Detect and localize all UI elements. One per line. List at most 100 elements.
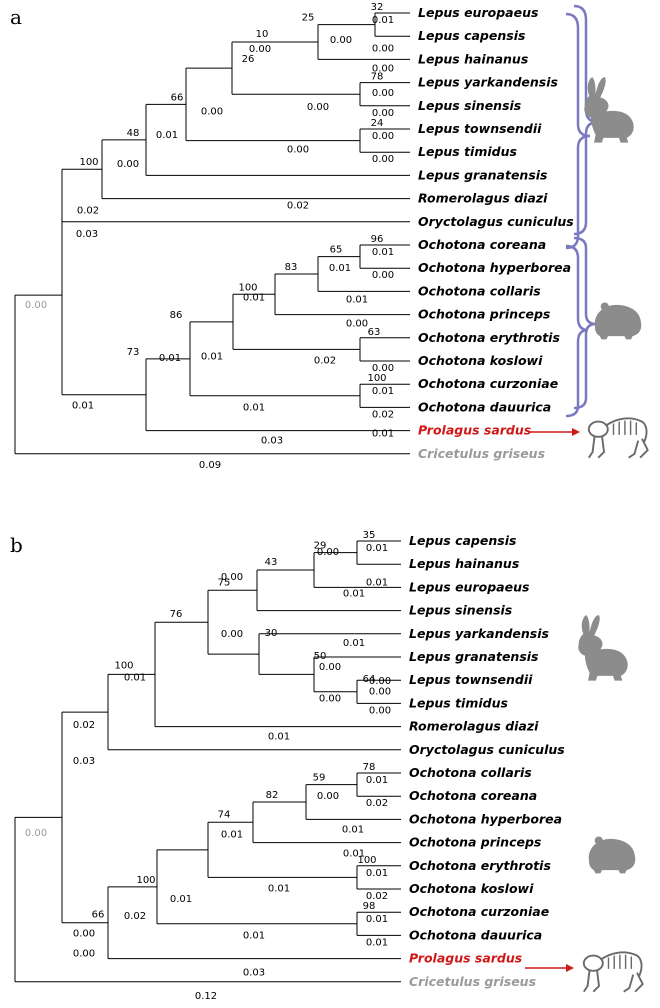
- taxon-label: Ochotona collaris: [418, 283, 541, 298]
- bootstrap-label: 48: [127, 128, 140, 139]
- bootstrap-label: 66: [92, 910, 105, 921]
- taxon-label: Ochotona dauurica: [409, 927, 542, 942]
- branch-length-label: 0.01: [343, 849, 365, 860]
- branch-length-label: 0.01: [329, 263, 351, 274]
- panel-letter: a: [10, 5, 22, 29]
- prolagus-skeleton-icon: [582, 951, 644, 993]
- bootstrap-label: 78: [371, 72, 384, 83]
- bootstrap-label: 75: [218, 577, 231, 588]
- bootstrap-label: 100: [238, 282, 257, 293]
- hare-silhouette-icon: [578, 615, 628, 681]
- taxon-label: Cricetulus griseus: [409, 974, 536, 989]
- branch-length-label: 0.00: [369, 705, 391, 716]
- taxon-label: Cricetulus griseus: [418, 446, 545, 461]
- taxon-label: Lepus townsendii: [418, 121, 542, 136]
- taxon-label: Lepus granatensis: [409, 649, 538, 664]
- branch-length-label: 0.01: [372, 429, 394, 440]
- branch-length-label: 0.00: [372, 88, 394, 99]
- branch-length-label: 0.02: [366, 798, 388, 809]
- bootstrap-label: 24: [371, 118, 384, 129]
- branch-length-label: 0.00: [330, 35, 352, 46]
- taxon-label: Lepus sinensis: [418, 98, 521, 113]
- bootstrap-label: 32: [371, 2, 384, 13]
- taxon-label: Lepus capensis: [418, 28, 525, 43]
- branch-length-label: 0.00: [369, 676, 391, 687]
- taxon-label: Ochotona erythrotis: [409, 858, 551, 873]
- taxon-label: Romerolagus diazi: [418, 191, 548, 206]
- taxon-label: Prolagus sardus: [409, 951, 522, 966]
- arrow-head: [566, 964, 574, 972]
- branch-length-label: 0.00: [372, 63, 394, 74]
- branch-length-label: 0.01: [243, 930, 265, 941]
- bootstrap-label: 100: [114, 660, 133, 671]
- branch-length-label: 0.01: [201, 351, 223, 362]
- bootstrap-label: 30: [265, 628, 278, 639]
- branch-length-label: 0.01: [372, 247, 394, 258]
- branch-length-label: 0.00: [372, 270, 394, 281]
- taxon-label: Ochotona curzoniae: [409, 904, 549, 919]
- taxon-label: Ochotona curzoniae: [418, 376, 558, 391]
- branch-length-label: 0.01: [366, 914, 388, 925]
- branch-length-label: 0.02: [77, 206, 99, 217]
- bootstrap-label: 78: [363, 762, 376, 773]
- taxon-label: Lepus townsendii: [409, 672, 533, 687]
- bootstrap-label: 59: [313, 773, 326, 784]
- hare-silhouette-icon: [584, 77, 634, 143]
- taxon-label: Oryctolagus cuniculus: [418, 214, 574, 229]
- taxon-label: Ochotona princeps: [409, 835, 541, 850]
- branch-length-label: 0.00: [319, 693, 341, 704]
- taxon-label: Lepus timidus: [418, 144, 517, 159]
- taxon-label: Ochotona koslowi: [409, 881, 534, 896]
- branch-length-label: 0.00: [249, 44, 271, 55]
- bootstrap-label: 64: [363, 674, 376, 685]
- taxon-label: Lepus hainanus: [418, 51, 528, 66]
- leporidae-bracket: [565, 12, 591, 250]
- branch-length-label: 0.01: [170, 894, 192, 905]
- bootstrap-label: 74: [218, 809, 231, 820]
- taxon-label: Lepus sinensis: [409, 603, 512, 618]
- branch-length-label: 0.00: [372, 43, 394, 54]
- branch-length-label: 0.01: [372, 15, 394, 26]
- taxon-label: Ochotona koslowi: [418, 353, 543, 368]
- bootstrap-label: 86: [170, 310, 183, 321]
- taxon-label: Prolagus sardus: [418, 423, 531, 438]
- branch-length-label: 0.09: [199, 460, 221, 471]
- branch-length-label: 0.00: [346, 319, 368, 330]
- bootstrap-label: 76: [170, 609, 183, 620]
- bootstrap-label: 82: [266, 790, 279, 801]
- branch-length-label: 0.01: [343, 589, 365, 600]
- branch-length-label: 0.01: [346, 294, 368, 305]
- branch-length-label: 0.00: [221, 629, 243, 640]
- branch-length-label: 0.02: [366, 891, 388, 902]
- bootstrap-label: 25: [302, 13, 315, 24]
- taxon-label: Ochotona dauurica: [418, 399, 551, 414]
- bootstrap-label: 100: [357, 855, 376, 866]
- taxon-label: Ochotona princeps: [418, 307, 550, 322]
- branch-length-label: 0.00: [372, 363, 394, 374]
- branch-length-label: 0.01: [343, 638, 365, 649]
- branch-length-label: 0.00: [319, 662, 341, 673]
- taxon-label: Oryctolagus cuniculus: [409, 742, 565, 757]
- taxon-label: Ochotona collaris: [409, 765, 532, 780]
- branch-length-label: 0.01: [221, 829, 243, 840]
- taxon-label: Ochotona erythrotis: [418, 330, 560, 345]
- branch-length-label: 0.03: [261, 436, 283, 447]
- taxon-label: Lepus yarkandensis: [418, 75, 558, 90]
- branch-length-label: 0.00: [372, 131, 394, 142]
- bootstrap-label: 29: [314, 541, 327, 552]
- branch-length-label: 0.03: [76, 229, 98, 240]
- branch-length-label: 0.00: [221, 572, 243, 583]
- bootstrap-label: 50: [314, 651, 327, 662]
- taxon-label: Ochotona coreana: [418, 237, 546, 252]
- branch-length-label: 0.00: [73, 929, 95, 940]
- branch-length-label: 0.01: [243, 402, 265, 413]
- bootstrap-label: 100: [79, 157, 98, 168]
- branch-length-label: 0.00: [317, 547, 339, 558]
- taxon-label: Lepus yarkandensis: [409, 626, 549, 641]
- bootstrap-label: 66: [171, 92, 184, 103]
- branch-length-label: 0.01: [159, 353, 181, 364]
- bootstrap-label: 63: [368, 327, 381, 338]
